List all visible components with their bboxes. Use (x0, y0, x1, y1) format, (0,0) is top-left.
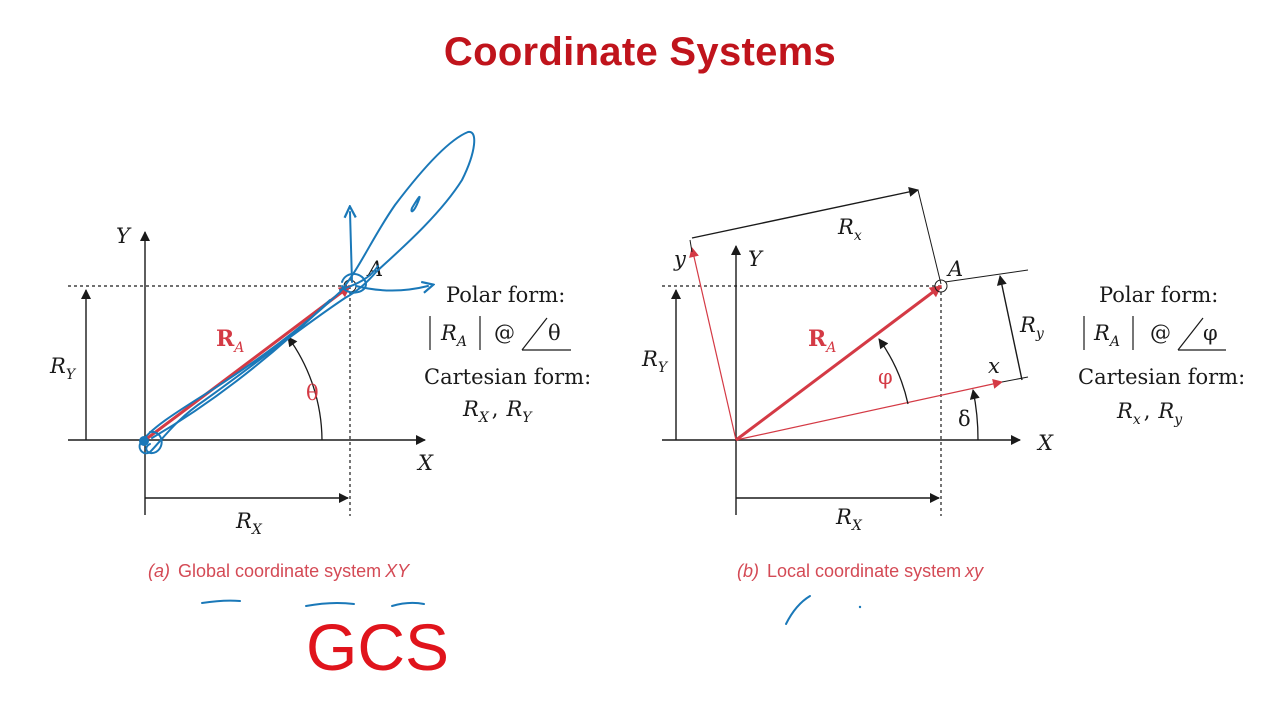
panel-b-local-ry-ext-bottom (1001, 376, 1029, 383)
svg-text:θ: θ (548, 321, 561, 345)
panel-b-local-ry-ext-top (944, 269, 1029, 283)
slide-title: Coordinate Systems (443, 30, 837, 74)
blue-dot-panel-b (858, 605, 862, 609)
blue-right-arrow (355, 286, 428, 291)
panel-b-local-rx-dimension (691, 186, 919, 239)
panel-a-theta-arc (287, 336, 323, 441)
panel-a-vector-ra (144, 284, 351, 442)
panel-a-rx-label: RX (235, 509, 263, 538)
panel-b-local-ry-label: Ry (1019, 313, 1045, 342)
panel-b-phi-arc (878, 338, 909, 405)
panel-b-y-label: Y (748, 247, 764, 271)
blue-origin-dot (139, 436, 149, 446)
panel-b-delta-label: δ (958, 407, 971, 431)
panel-a-cartesian-heading: Cartesian form: (424, 365, 591, 389)
panel-a-ry-label: RY (49, 354, 77, 383)
blue-up-arrow (350, 212, 352, 283)
blue-underline-1 (201, 599, 241, 604)
panel-b-local: X Y RY RX x y Rx Ry (641, 186, 1245, 581)
panel-b-rx-label: RX (835, 505, 863, 534)
blue-tick-panel-b (785, 595, 811, 625)
panel-b-polar-expression: RA @ φ (1083, 316, 1226, 351)
svg-text:@: @ (494, 321, 515, 345)
blue-origin-loop (145, 430, 163, 454)
handwritten-blue-annotation (138, 131, 862, 625)
panel-b-local-x-axis (735, 379, 1003, 441)
panel-b-delta-arc (969, 389, 980, 441)
panel-a-y-label: Y (116, 224, 132, 248)
panel-b-local-ry-dimension (996, 275, 1023, 381)
svg-text:@: @ (1150, 321, 1171, 345)
panel-b-cartesian-expression: Rx,Ry (1116, 399, 1183, 428)
panel-a-x-label: X (416, 451, 434, 475)
handwritten-gcs: GCS (306, 610, 449, 684)
panel-a-polar-expression: RA @ θ (429, 316, 571, 351)
panel-b-local-rx-ext-right (917, 189, 942, 285)
svg-text:φ: φ (1203, 321, 1218, 345)
panel-b-local-rx-ext-left (689, 239, 693, 253)
panel-b-point-label: A (946, 257, 963, 281)
panel-b-local-x-label: x (988, 354, 1000, 378)
panel-b-local-y-axis (689, 247, 737, 441)
panel-a-polar-heading: Polar form: (446, 283, 565, 307)
panel-b-cartesian-heading: Cartesian form: (1078, 365, 1245, 389)
panel-b-vector-ra (735, 284, 942, 442)
panel-a-theta-label: θ (306, 381, 319, 405)
panel-b-phi-label: φ (878, 365, 893, 389)
blue-underline-2 (305, 601, 355, 607)
blue-point-circle (341, 273, 367, 294)
blue-sketch-inner-stroke (151, 299, 331, 439)
blue-underline-3 (391, 601, 425, 607)
panel-b-polar-heading: Polar form: (1099, 283, 1218, 307)
panel-b-local-rx-label: Rx (837, 215, 862, 244)
svg-text:RA: RA (1093, 321, 1120, 350)
svg-text:RA: RA (440, 321, 467, 350)
blue-stroke-cross (339, 265, 379, 291)
panel-b-ry-label: RY (641, 347, 669, 376)
panel-a-global: X Y RY RX θ RA A Polar form: (49, 224, 591, 581)
panel-b-point-a (934, 279, 948, 293)
panel-b-x-label: X (1036, 431, 1054, 455)
panel-a-cartesian-expression: RX,RY (462, 397, 533, 426)
blue-sketch-outline (138, 131, 476, 455)
panel-b-local-y-label: y (673, 247, 687, 271)
blue-sketch-mark (410, 195, 421, 213)
panel-a-vector-label: RA (216, 326, 244, 356)
panel-b-vector-label: RA (808, 326, 836, 356)
